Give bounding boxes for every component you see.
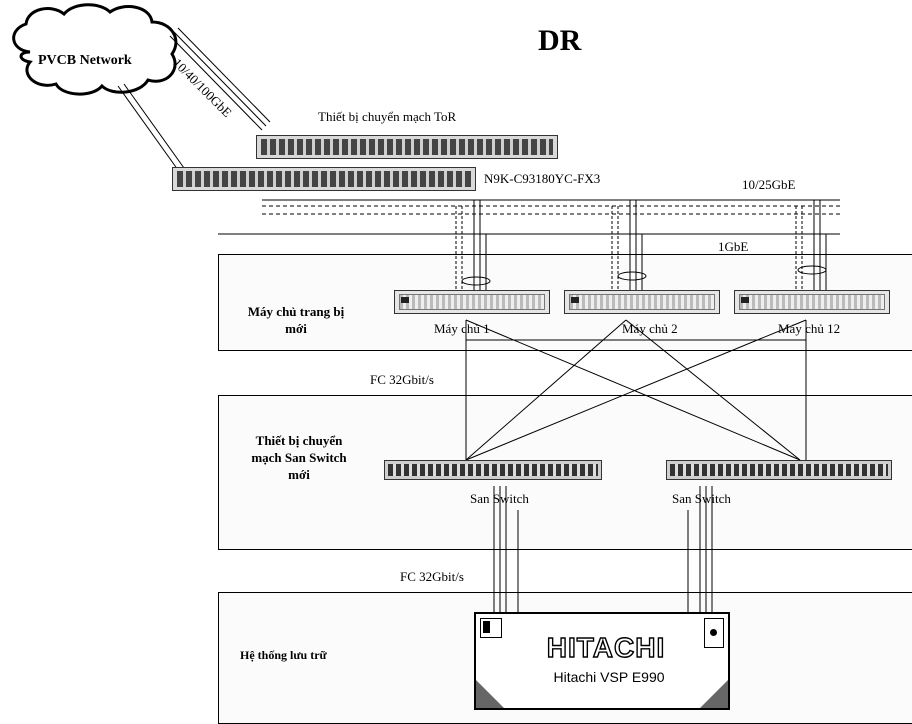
server-12-label: Máy chủ 12	[778, 321, 841, 336]
tor-switch-a	[256, 135, 558, 159]
fc-upper-label: FC 32Gbit/s	[370, 372, 434, 387]
cloud-shape	[12, 3, 178, 96]
hitachi-storage: HITACHI Hitachi VSP E990	[474, 612, 730, 710]
storage-panel-icon	[480, 618, 502, 638]
mgmt-speed-label: 1GbE	[718, 239, 749, 254]
server-speed-label: 10/25GbE	[742, 177, 796, 192]
storage-band-label: Hệ thống lưu trữ	[240, 648, 327, 662]
storage-model: Hitachi VSP E990	[553, 669, 665, 685]
server-band-label-line1: Máy chủ trang bị	[247, 304, 345, 319]
san-switch-1-label: San Switch	[470, 491, 529, 506]
san-band-label-line3: mới	[288, 467, 310, 482]
tor-switch-b	[172, 167, 476, 191]
storage-lock-icon	[704, 618, 724, 648]
san-band-label-line2: mạch San Switch	[251, 450, 347, 465]
server-band-label: Máy chủ trang bị mới	[226, 303, 366, 337]
san-switch-1	[384, 460, 602, 480]
san-switch-2-label: San Switch	[672, 491, 731, 506]
tor-model-label: N9K-C93180YC-FX3	[484, 171, 601, 186]
tor-label: Thiết bị chuyển mạch ToR	[318, 109, 457, 124]
server-band-label-line2: mới	[285, 321, 307, 336]
page-title: DR	[538, 24, 582, 57]
storage-brand: HITACHI	[546, 631, 666, 663]
cloud-label: PVCB Network	[38, 53, 132, 68]
server-2-label: Máy chủ 2	[622, 321, 678, 336]
san-band-label-line1: Thiết bị chuyển	[255, 433, 343, 448]
server-1-label: Máy chủ 1	[434, 321, 490, 336]
server-1	[394, 290, 550, 314]
san-band-label: Thiết bị chuyển mạch San Switch mới	[224, 432, 374, 483]
san-switch-2	[666, 460, 892, 480]
server-12	[734, 290, 890, 314]
fc-lower-label: FC 32Gbit/s	[400, 569, 464, 584]
server-2	[564, 290, 720, 314]
